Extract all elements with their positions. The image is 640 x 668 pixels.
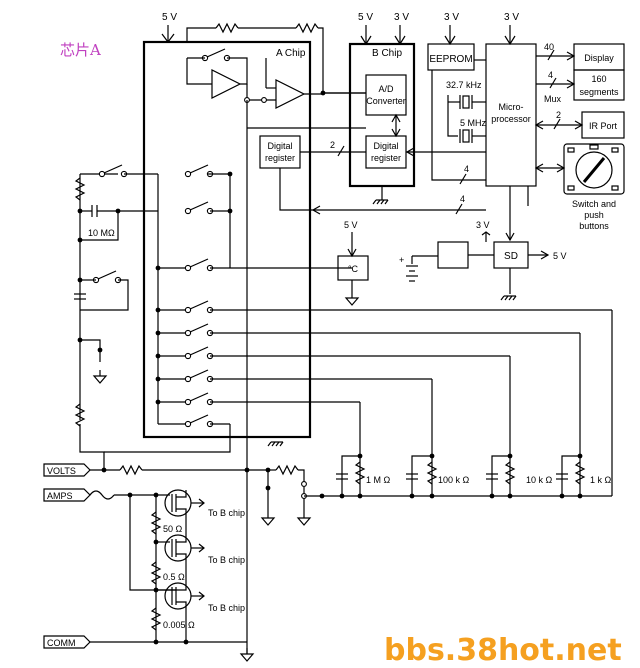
range-switches (155, 164, 612, 428)
chip-a-title: 芯片A (60, 41, 101, 59)
microprocessor (485, 43, 537, 187)
supply-5v-b: 5 V (358, 12, 373, 23)
bus-width-ir: 2 (556, 110, 561, 120)
ir-port-label: IR Port (589, 121, 618, 131)
divider-resistors: 1 M Ω 100 k Ω 10 k Ω 1 k Ω (319, 310, 613, 499)
display-line3: segments (579, 87, 619, 97)
a-chip-label: A Chip (276, 48, 306, 59)
temp-sensor (337, 255, 369, 281)
display-bottom (573, 69, 625, 101)
r-10meg-label: 10 MΩ (88, 228, 115, 238)
r-10k-label: 10 k Ω (526, 475, 553, 485)
switch-line2: push (584, 210, 604, 220)
regulator-block (437, 241, 469, 269)
crystal-32k (447, 95, 486, 109)
crystal-32k-label: 32.7 kHz (446, 80, 482, 90)
amps-terminal[interactable] (43, 488, 91, 502)
volts-terminal[interactable] (43, 463, 91, 477)
display-line1: Display (584, 53, 614, 63)
temp-label: °C (348, 264, 359, 274)
switch-line3: buttons (579, 221, 609, 231)
volts-label: VOLTS (47, 466, 76, 476)
shunt-transistors: To B chip To B chip To B chip (164, 489, 245, 613)
r-05-label: 0.5 Ω (163, 572, 185, 582)
bus-width-micro: 4 (464, 164, 469, 174)
bus-width-mux: 4 (548, 70, 553, 80)
ad-line1: A/D (378, 84, 394, 94)
bus-width-a-micro: 4 (460, 194, 465, 204)
micro-line1: Micro- (499, 102, 524, 112)
bus-width-ab: 2 (330, 140, 335, 150)
bus-width-display: 40 (544, 42, 554, 52)
supply-5v-a: 5 V (162, 12, 177, 23)
r-50-label: 50 Ω (163, 524, 183, 534)
to-b-chip-3: To B chip (208, 603, 245, 613)
r-0005-label: 0.005 Ω (163, 620, 195, 630)
battery-icon: + (399, 255, 418, 282)
eeprom-label: EEPROM (429, 54, 472, 65)
a-digreg-line2: register (265, 153, 295, 163)
rotary-switch-icon (563, 143, 625, 195)
switch-line1: Switch and (572, 199, 616, 209)
buffer-amp-2 (275, 79, 306, 109)
mux-label: Mux (544, 94, 562, 104)
a-digreg-line1: Digital (267, 141, 292, 151)
supply-5v-temp: 5 V (344, 220, 358, 230)
watermark: bbs.38hot.net (384, 633, 622, 668)
crystal-5m-label: 5 MHz (460, 118, 487, 128)
b-digreg-line2: register (371, 153, 401, 163)
amps-label: AMPS (47, 491, 73, 501)
eeprom (427, 43, 475, 71)
sd-label: SD (504, 251, 518, 262)
svg-text:+: + (399, 255, 404, 265)
a-chip-block (142, 40, 312, 439)
ad-converter (365, 74, 407, 116)
supply-3v-b: 3 V (394, 12, 409, 23)
comm-label: COMM (47, 638, 76, 648)
supply-3v-eeprom: 3 V (444, 12, 459, 23)
to-b-chip-2: To B chip (208, 555, 245, 565)
supply-3v-micro: 3 V (504, 12, 519, 23)
r-100k-label: 100 k Ω (438, 475, 470, 485)
to-b-chip-1: To B chip (208, 508, 245, 518)
buffer-amp-1 (211, 69, 242, 99)
ad-line2: Converter (366, 96, 406, 106)
b-digreg-line1: Digital (373, 141, 398, 151)
r-1meg-label: 1 M Ω (366, 475, 391, 485)
b-chip-label: B Chip (372, 48, 402, 59)
comm-terminal[interactable] (43, 635, 91, 649)
sd-output-5v: 5 V (553, 251, 567, 261)
crystal-5m (447, 109, 486, 143)
micro-line2: processor (491, 114, 531, 124)
supply-3v-sd: 3 V (476, 220, 490, 230)
r-1k-label: 1 k Ω (590, 475, 612, 485)
display-line2: 160 (591, 74, 606, 84)
